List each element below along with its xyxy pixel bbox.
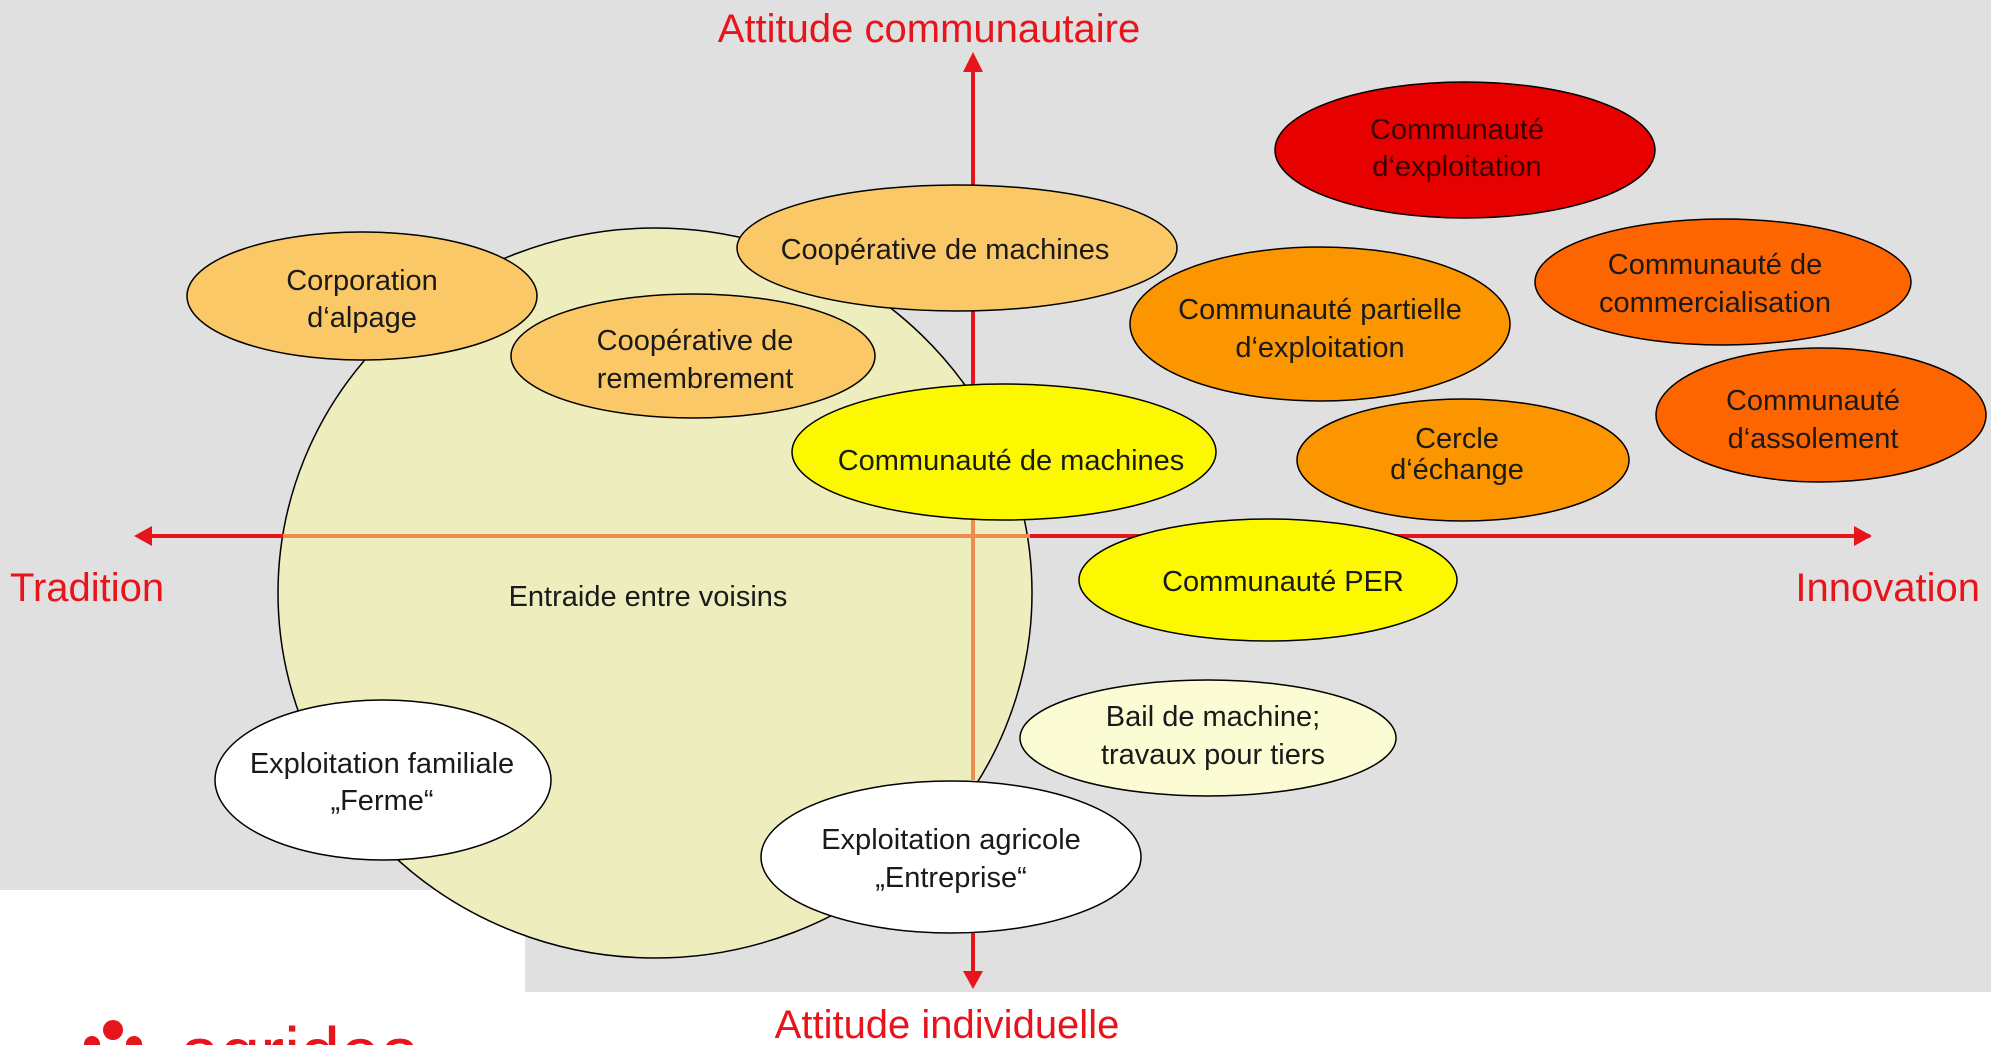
communaute-commercialisation-line-2: commercialisation bbox=[1599, 287, 1831, 319]
logo-dot-left-icon bbox=[84, 1036, 100, 1045]
exploitation-agricole-line-1: Exploitation agricole bbox=[821, 824, 1081, 856]
ellipse-cercle-echange: Cercle d‘échange bbox=[1296, 398, 1630, 522]
axis-label-left: Tradition bbox=[10, 566, 164, 610]
ellipse-coop-remembrement: Coopérative de remembrement bbox=[510, 293, 876, 419]
communaute-partielle-line-1: Communauté partielle bbox=[1178, 294, 1462, 326]
communaute-machines-label: Communauté de machines bbox=[838, 445, 1185, 477]
cercle-echange-line-1: Cercle bbox=[1415, 423, 1499, 455]
coop-machines-label: Coopérative de machines bbox=[781, 234, 1110, 266]
communaute-per-label: Communauté PER bbox=[1162, 566, 1404, 598]
ellipse-communaute-exploitation: Communauté d‘exploitation bbox=[1274, 81, 1656, 219]
ellipse-communaute-partielle: Communauté partielle d‘exploitation bbox=[1129, 246, 1511, 402]
coop-remembrement-line-2: remembrement bbox=[597, 363, 794, 395]
cercle-echange-line-2: d‘échange bbox=[1390, 454, 1524, 486]
bail-machine-line-2: travaux pour tiers bbox=[1101, 739, 1325, 771]
arrow-left-icon bbox=[134, 526, 152, 546]
arrow-down-icon bbox=[963, 971, 983, 989]
agridea-logo: agridea bbox=[84, 1014, 421, 1045]
bottom-strip bbox=[525, 992, 1991, 1045]
exploitation-familiale-line-1: Exploitation familiale bbox=[250, 748, 514, 780]
communaute-commercialisation-line-1: Communauté de bbox=[1608, 249, 1822, 281]
axis-label-top: Attitude communautaire bbox=[718, 7, 1140, 51]
logo-dot-right-icon bbox=[126, 1036, 142, 1045]
corporation-line-2: d‘alpage bbox=[307, 302, 417, 334]
coop-remembrement-line-1: Coopérative de bbox=[597, 325, 794, 357]
ellipse-exploitation-familiale: Exploitation familiale „Ferme“ bbox=[214, 699, 552, 861]
ellipse-exploitation-agricole: Exploitation agricole „Entreprise“ bbox=[760, 780, 1142, 934]
ellipse-corporation: Corporation d‘alpage bbox=[186, 231, 538, 361]
ellipse-communaute-commercialisation: Communauté de commercialisation bbox=[1534, 218, 1912, 346]
logo-dot-mid-icon bbox=[103, 1020, 123, 1040]
arrow-up-icon bbox=[963, 52, 983, 72]
ellipse-communaute-machines: Communauté de machines bbox=[791, 383, 1217, 521]
communaute-exploitation-line-1: Communauté bbox=[1370, 114, 1544, 146]
bail-machine-line-1: Bail de machine; bbox=[1106, 701, 1320, 733]
logo-text: agridea bbox=[180, 1014, 421, 1045]
corporation-line-1: Corporation bbox=[286, 265, 438, 297]
ellipse-communaute-per: Communauté PER bbox=[1078, 518, 1458, 642]
exploitation-agricole-line-2: „Entreprise“ bbox=[875, 862, 1027, 894]
axis-label-bottom: Attitude individuelle bbox=[775, 1003, 1120, 1045]
ellipse-coop-machines: Coopérative de machines bbox=[736, 184, 1178, 312]
communaute-partielle-line-2: d‘exploitation bbox=[1235, 332, 1404, 364]
axis-label-right: Innovation bbox=[1795, 566, 1980, 610]
ellipse-entraide-label: Entraide entre voisins bbox=[509, 581, 788, 613]
arrow-right-icon bbox=[1854, 526, 1872, 546]
ellipse-bail-machine: Bail de machine; travaux pour tiers bbox=[1019, 679, 1397, 797]
communaute-assolement-line-1: Communauté bbox=[1726, 385, 1900, 417]
communaute-assolement-line-2: d‘assolement bbox=[1728, 423, 1899, 455]
logo-area bbox=[0, 890, 525, 1045]
exploitation-familiale-line-2: „Ferme“ bbox=[330, 785, 433, 817]
ellipse-communaute-assolement: Communauté d‘assolement bbox=[1655, 347, 1987, 483]
communaute-exploitation-line-2: d‘exploitation bbox=[1372, 151, 1541, 183]
